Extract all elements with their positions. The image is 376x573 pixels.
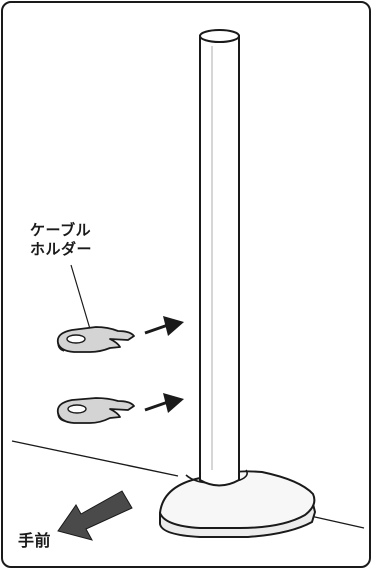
stand-base [159, 469, 316, 538]
right-arrow-icon [144, 393, 184, 413]
label-leader-line [70, 264, 91, 330]
cable-holder-label-line2: ホルダー [30, 240, 93, 258]
cable-holder-label-line1: ケーブル [30, 221, 92, 239]
desk-edge-lines [11, 440, 365, 529]
stand-pole [199, 29, 240, 487]
front-direction-label: 手前 [18, 531, 52, 550]
diagram-frame [1, 1, 371, 568]
right-arrow-icon [144, 316, 184, 336]
down-left-arrow-icon [57, 490, 133, 541]
cable-holder-upper [56, 326, 135, 353]
cable-holder-label: ケーブル ホルダー [30, 221, 92, 259]
cable-holder-lower [56, 397, 135, 424]
